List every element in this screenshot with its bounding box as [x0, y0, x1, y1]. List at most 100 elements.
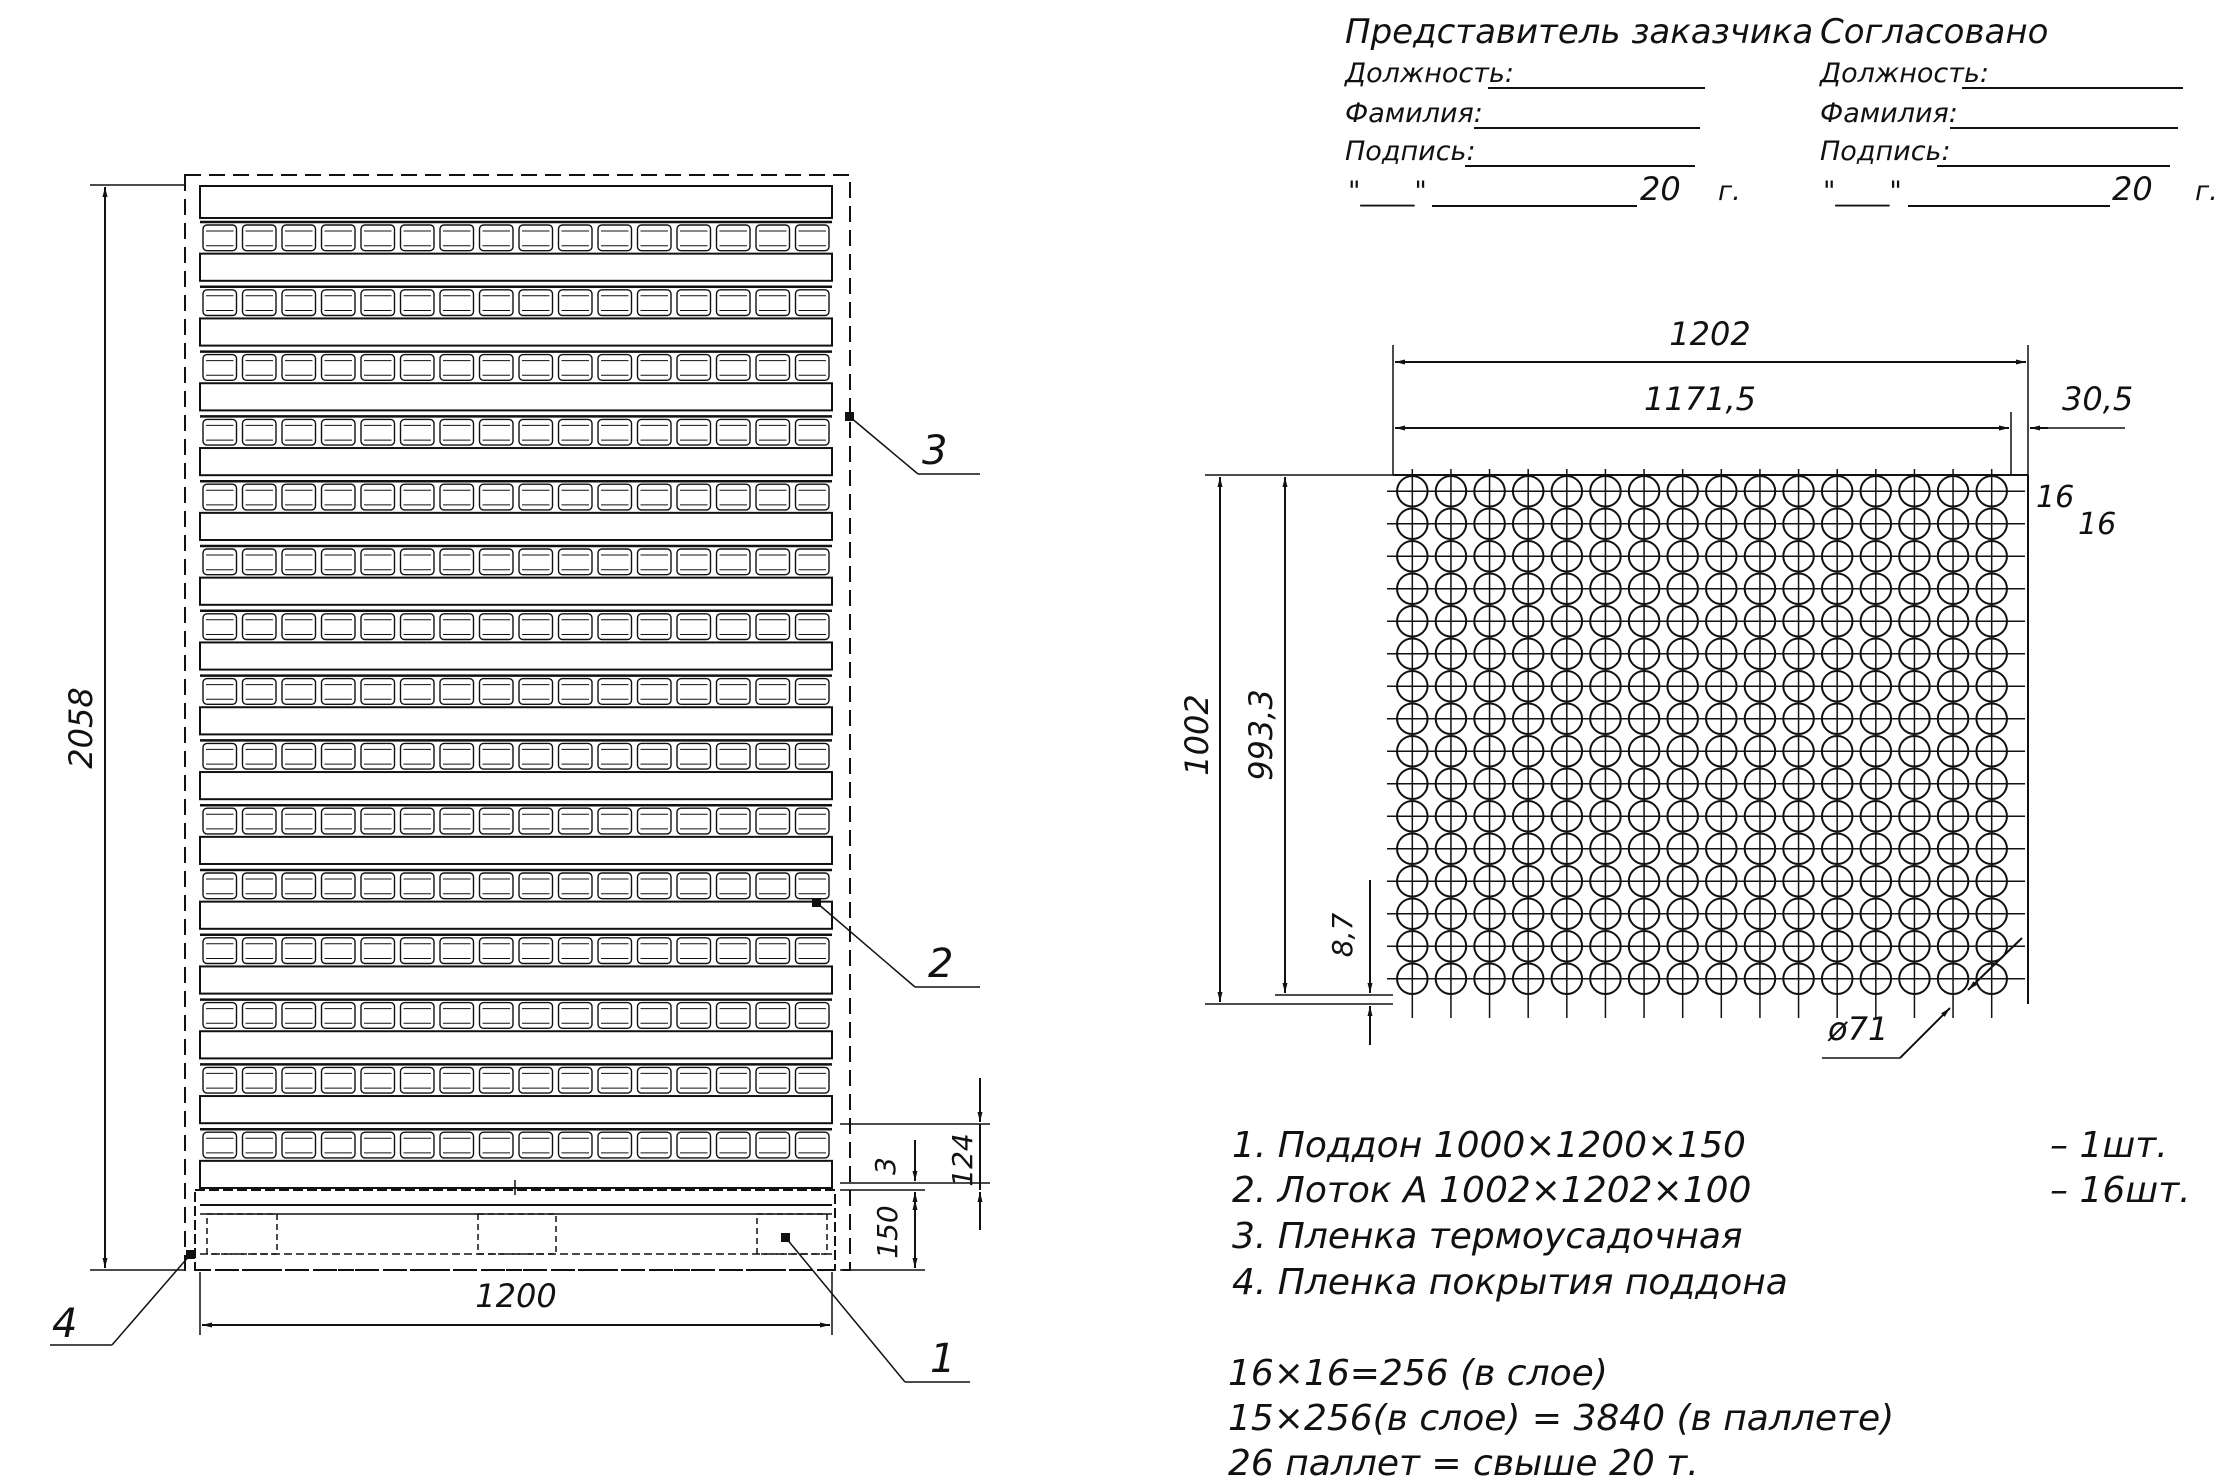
tray [199, 252, 833, 282]
tray-layer [199, 674, 833, 736]
dim-depth-gap: 8,7 [1326, 880, 1373, 1045]
bottle-top [1550, 572, 1584, 605]
bottle [241, 613, 277, 641]
bottle [281, 1001, 317, 1029]
bottle-top [1898, 865, 1931, 898]
bottle [597, 1001, 633, 1029]
bottle-top [1666, 637, 1699, 670]
bottle-top [1975, 475, 2008, 508]
bottle [241, 742, 277, 770]
bottle-top [1705, 962, 1738, 995]
bottle-top [1975, 767, 2008, 800]
bottle-top [1511, 832, 1545, 865]
bottle [518, 1001, 554, 1029]
bottle-top [1898, 637, 1931, 670]
bottle [715, 418, 751, 446]
bottle [636, 677, 672, 705]
bottle-top [1473, 865, 1506, 898]
bottle [597, 1131, 633, 1159]
bottle-top [1396, 865, 1429, 898]
tray [199, 1095, 833, 1125]
bottle-top [1705, 767, 1738, 800]
bottle [360, 677, 396, 705]
bottle-top [1511, 572, 1545, 605]
callout-4: 4 [50, 1250, 195, 1347]
bottle-top [1627, 962, 1661, 995]
bottle [478, 353, 514, 381]
side-view: 2058 1200 124 3 150 [50, 174, 990, 1383]
bottle [202, 677, 238, 705]
bottle [794, 1001, 830, 1029]
tray-layer [199, 1127, 833, 1189]
bottle-top [1396, 475, 1429, 508]
bottle-top [1859, 897, 1893, 930]
bottle-top [1975, 670, 2008, 703]
tray-layer [199, 285, 833, 347]
bottle [557, 677, 593, 705]
bottle [241, 224, 277, 252]
bottle [241, 353, 277, 381]
bottle-top [1705, 865, 1738, 898]
bottle [557, 224, 593, 252]
bottle-top [1936, 572, 1970, 605]
bottle [794, 807, 830, 835]
bottle [597, 418, 633, 446]
dim-diameter: ø71 [1822, 937, 2023, 1059]
bottle [360, 548, 396, 576]
bottle [557, 872, 593, 900]
dim-outer-width: 1202 [1392, 315, 2029, 475]
bottle [518, 742, 554, 770]
bottle [360, 483, 396, 511]
bottle [715, 1001, 751, 1029]
bottle [202, 418, 238, 446]
bottle [439, 1066, 475, 1094]
bottle [518, 224, 554, 252]
bottle [794, 937, 830, 965]
bottle-top [1473, 507, 1506, 540]
bottle-top [1820, 767, 1854, 800]
bottle-top [1820, 702, 1854, 735]
bottle-top [1936, 865, 1970, 898]
tray [199, 447, 833, 477]
bottle-top [1550, 865, 1584, 898]
tray-layer [199, 220, 833, 282]
bottle [360, 872, 396, 900]
bottle [557, 548, 593, 576]
bottle-top [1511, 637, 1545, 670]
tray [199, 771, 833, 801]
bottle-top [1396, 507, 1429, 540]
part-2-text: 2. Лоток А 1002×1202×100 [1232, 1170, 1751, 1211]
bottle [557, 937, 593, 965]
bottle [636, 1066, 672, 1094]
bottle [360, 613, 396, 641]
bottle-top [1627, 767, 1661, 800]
bottle [715, 353, 751, 381]
bottle-top [1511, 507, 1545, 540]
bottle [478, 872, 514, 900]
top-view: 1202 1171,5 30,5 16 16 1002 993, [1178, 315, 2133, 1059]
bottle [281, 872, 317, 900]
bottle-top [1627, 637, 1661, 670]
bottle-top [1550, 832, 1584, 865]
pallet [194, 1180, 836, 1271]
bottle-top [1550, 605, 1584, 638]
bottle [202, 807, 238, 835]
bottle-top [1820, 507, 1854, 540]
bottle [281, 224, 317, 252]
bottle-top [1975, 962, 2008, 995]
bottle [360, 1066, 396, 1094]
bottle [320, 937, 356, 965]
bottle-top [1473, 962, 1506, 995]
bottle [399, 1001, 435, 1029]
callout-2: 2 [812, 898, 980, 988]
dim-label-3: 3 [869, 1157, 902, 1175]
tray [199, 1030, 833, 1060]
bottle-top [1898, 507, 1931, 540]
bottle-top [1898, 962, 1931, 995]
bottle-top [1473, 930, 1506, 963]
bottle [478, 289, 514, 317]
bottle-top [1859, 670, 1893, 703]
bottle [715, 872, 751, 900]
bottle-top [1859, 832, 1893, 865]
